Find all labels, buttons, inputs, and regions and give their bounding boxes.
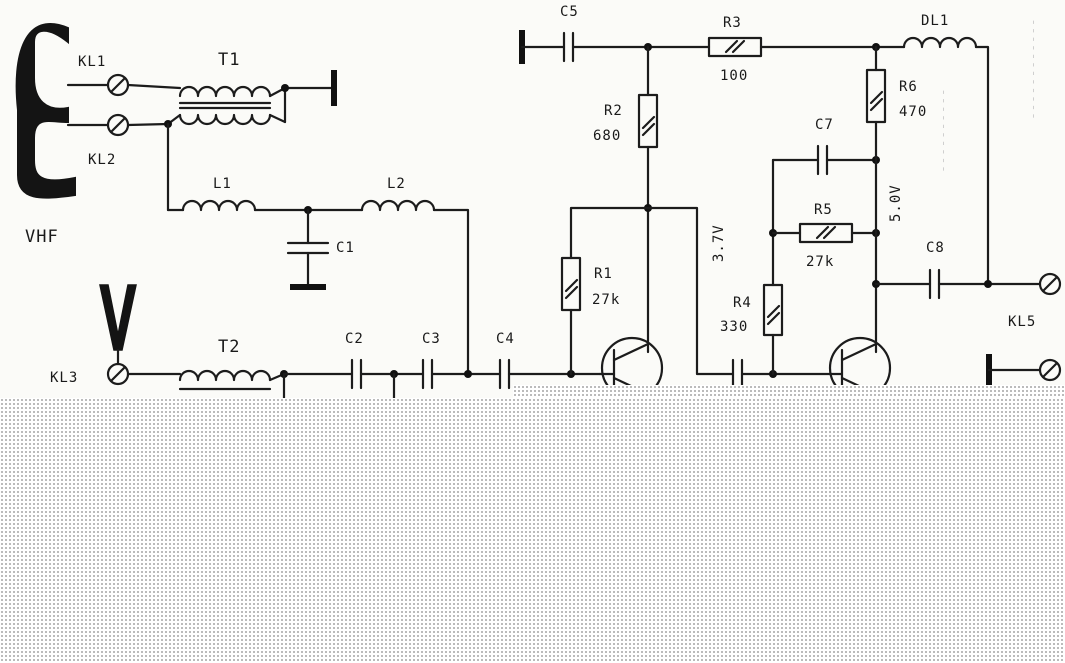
c8-label: C8 (926, 240, 945, 256)
c7-label: C7 (815, 117, 834, 133)
svg-text:- - - - - - - - - - - -: - - - - - - - - - - - - (1026, 20, 1041, 118)
t2-transformer (178, 369, 272, 382)
bleed-through-text: - - - - - - - - - - - - - - - - - - - - … (936, 20, 1041, 171)
kl3-terminal (106, 362, 130, 386)
l1-inductor (181, 199, 257, 212)
kl5-label: KL5 (1008, 314, 1036, 330)
r2-label: R2 (604, 103, 623, 119)
l2-label: L2 (387, 176, 406, 192)
base-voltage-label: 3.7V (711, 224, 727, 262)
svg-text:- - - - - - - - - -: - - - - - - - - - - (936, 90, 951, 171)
vhf-uhf-merge-junction (464, 370, 472, 378)
vhf-label: VHF (25, 227, 59, 247)
l2-inductor (360, 199, 436, 212)
kl5-output-terminal (1038, 272, 1062, 296)
c2-capacitor (350, 358, 363, 390)
r5-resistor (798, 222, 854, 244)
kl5-ground-terminal (1038, 358, 1062, 382)
r3-resistor (707, 36, 763, 58)
kl1-label: KL1 (78, 54, 106, 70)
uhf-v-antenna (99, 284, 137, 351)
t1-label: T1 (218, 50, 240, 70)
c5-label: C5 (560, 4, 579, 20)
dl1-inductor (902, 36, 978, 49)
interstage-capacitor (731, 358, 744, 390)
r5-value: 27k (806, 254, 834, 270)
kl3-label: KL3 (50, 370, 78, 386)
c3-label: C3 (422, 331, 441, 347)
output-junction (984, 280, 992, 288)
r1-label: R1 (594, 266, 613, 282)
dl1-output-wire (974, 45, 990, 286)
t1-transformer (126, 83, 334, 127)
collector-voltage-label: 5.0V (888, 184, 904, 222)
r6-value: 470 (899, 104, 927, 120)
r1-resistor (560, 256, 582, 312)
r4-value: 330 (720, 319, 748, 335)
r4-resistor (762, 283, 784, 337)
c4-label: C4 (496, 331, 515, 347)
t2-label: T2 (218, 337, 240, 357)
dl1-label: DL1 (921, 13, 949, 29)
r1-value: 27k (592, 292, 620, 308)
r3-label: R3 (723, 15, 742, 31)
c1-capacitor (286, 208, 330, 289)
dotted-mask-overlay (0, 398, 1065, 663)
l1-label: L1 (213, 176, 232, 192)
kl1-terminal (106, 73, 130, 97)
r4-label: R4 (733, 295, 752, 311)
c5-capacitor (562, 31, 575, 63)
r5-label: R5 (814, 202, 833, 218)
c1-label: C1 (336, 240, 355, 256)
vhf-dipole-antenna (15, 22, 76, 199)
r3-value: 100 (720, 68, 748, 84)
c2-label: C2 (345, 331, 364, 347)
r2-resistor (637, 93, 659, 149)
c8-capacitor (928, 268, 941, 300)
kl2-label: KL2 (88, 152, 116, 168)
t1-junction (281, 84, 289, 92)
r2-value: 680 (593, 128, 621, 144)
kl2-terminal (106, 113, 130, 137)
c7-capacitor (816, 144, 829, 176)
interstage-wire (646, 206, 735, 376)
r6-resistor (865, 68, 887, 124)
l2-output-wire (432, 208, 470, 376)
c3-capacitor (421, 358, 434, 390)
c4-capacitor (498, 358, 511, 390)
r6-label: R6 (899, 79, 918, 95)
r1-feedback-wire (569, 206, 650, 260)
